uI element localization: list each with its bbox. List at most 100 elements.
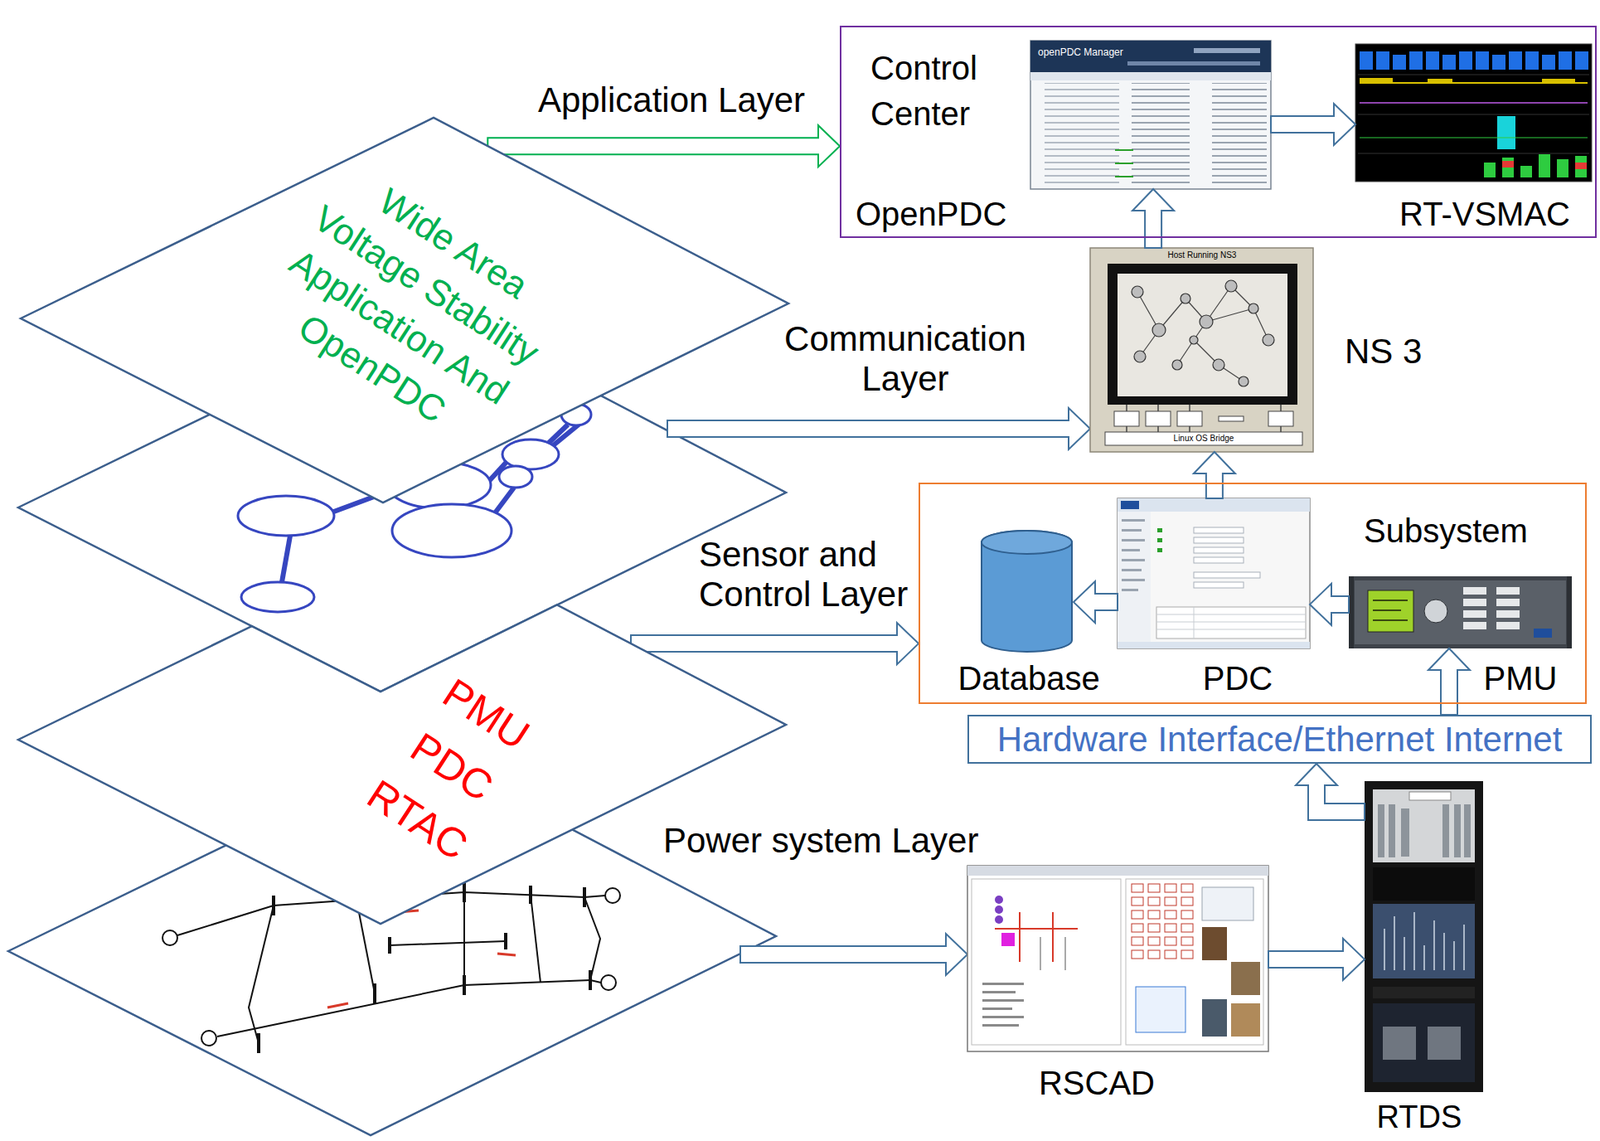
rscad-screenshot-art bbox=[1135, 986, 1186, 1033]
rscad-screenshot-art bbox=[1148, 910, 1160, 919]
ns3-host-art bbox=[1189, 335, 1198, 345]
rscad-screenshot-art bbox=[982, 1007, 1013, 1010]
pdc-screenshot-art bbox=[1117, 511, 1151, 642]
pdc-screenshot-art bbox=[1117, 641, 1310, 649]
rt-vsmac-screenshot-art bbox=[1541, 54, 1556, 70]
rscad-screenshot-art bbox=[982, 982, 1024, 1027]
openpdc-screenshot-art bbox=[1127, 61, 1261, 66]
pdc-screenshot-art bbox=[1156, 606, 1306, 639]
highlighted-line bbox=[327, 1003, 349, 1008]
ns3-host-art bbox=[1090, 247, 1314, 452]
ns3-host-art bbox=[1199, 315, 1213, 329]
rtds-rack-art bbox=[1403, 936, 1406, 970]
rscad-screenshot-art bbox=[1131, 923, 1144, 932]
one-line-diagram bbox=[389, 940, 506, 946]
pdc-screenshot-art bbox=[1193, 537, 1244, 544]
pdc-screenshot-art bbox=[1117, 498, 1310, 512]
rt-vsmac-screenshot-art bbox=[1556, 159, 1569, 178]
pdc-screenshot-art bbox=[1121, 528, 1142, 532]
node-label: OpenPDC bbox=[855, 195, 1007, 233]
pdc-screenshot-art bbox=[1117, 498, 1310, 649]
ns3-host-art bbox=[1105, 431, 1303, 446]
ns3-host-art bbox=[1177, 411, 1203, 427]
rtds-rack-art bbox=[1388, 804, 1396, 858]
pdc-screenshot-art bbox=[1117, 498, 1310, 649]
pdc-screenshot-art bbox=[1120, 500, 1140, 510]
control-center-panel: Control CenterOpenPDCRT-VSMAC bbox=[839, 25, 1597, 238]
rscad-screenshot-art bbox=[1202, 926, 1227, 960]
generator-symbol bbox=[201, 1030, 217, 1046]
rscad-screenshot-art bbox=[1164, 910, 1177, 919]
ns3-host-art bbox=[1218, 416, 1244, 422]
pdc-screenshot-art bbox=[1193, 527, 1261, 588]
rscad-screenshot-art bbox=[1065, 936, 1067, 970]
openpdc-screenshot-art bbox=[1115, 149, 1134, 151]
rt-vsmac-screenshot-art bbox=[1427, 78, 1453, 83]
application-layer-plane: Wide Area Voltage Stability Application … bbox=[20, 117, 789, 503]
network-node bbox=[502, 439, 559, 470]
rscad-screenshot: RSCAD bbox=[967, 865, 1269, 1052]
rtds-rack: RTDS bbox=[1364, 780, 1484, 1092]
layer-label: Power system Layer bbox=[663, 820, 979, 861]
highlighted-line bbox=[497, 953, 516, 956]
openpdc-screenshot-art bbox=[1030, 40, 1271, 190]
openpdc-screenshot-art bbox=[1030, 40, 1271, 190]
rt-vsmac-screenshot-art bbox=[1520, 165, 1533, 178]
sensor-layer-plane-outline bbox=[18, 605, 786, 925]
pmu-device-art bbox=[1496, 610, 1520, 618]
node-label: RSCAD bbox=[1038, 1064, 1155, 1101]
openpdc-screenshot: OpenPDC bbox=[1030, 40, 1271, 190]
bus-bar bbox=[462, 882, 466, 902]
rscad-screenshot-art bbox=[1181, 923, 1193, 932]
database-cylinder: Database bbox=[979, 528, 1074, 654]
rscad-screenshot-art bbox=[1131, 910, 1144, 919]
hollow-arrow bbox=[487, 125, 840, 167]
bus-bar bbox=[373, 983, 377, 1004]
rt-vsmac-screenshot: RT-VSMAC bbox=[1355, 43, 1592, 182]
one-line-diagram bbox=[248, 905, 274, 1043]
pmu-device-art bbox=[1463, 586, 1520, 630]
pdc-screenshot-art bbox=[1156, 621, 1306, 623]
rscad-screenshot-art bbox=[1125, 878, 1264, 1045]
rtds-rack-art bbox=[1409, 791, 1451, 800]
one-line-diagram bbox=[217, 979, 591, 1037]
ns3-host-art bbox=[1157, 404, 1159, 412]
pmu-device-art bbox=[1566, 576, 1572, 649]
node-label: RT-VSMAC bbox=[1399, 195, 1571, 233]
database-cylinder-outline bbox=[981, 530, 1072, 652]
generator-symbol bbox=[162, 930, 178, 946]
bus-bar bbox=[528, 885, 533, 904]
rt-vsmac-screenshot-art bbox=[1538, 154, 1551, 178]
node-label: NS 3 bbox=[1344, 331, 1422, 372]
network-node bbox=[392, 504, 512, 558]
rscad-screenshot-art bbox=[1148, 950, 1160, 959]
edge-label: Sensor and Control Layer bbox=[698, 534, 923, 615]
ns3-host-art bbox=[1262, 334, 1275, 346]
rscad-screenshot-art bbox=[994, 905, 1004, 914]
window-title: openPDC Manager bbox=[1037, 46, 1124, 59]
node-label: PMU bbox=[1483, 659, 1558, 697]
rt-vsmac-screenshot-art bbox=[1575, 155, 1587, 178]
bus-bar bbox=[387, 936, 392, 954]
rt-vsmac-screenshot-art bbox=[1558, 51, 1572, 70]
rt-vsmac-screenshot-art bbox=[1502, 157, 1514, 178]
rscad-screenshot-art bbox=[982, 1023, 1019, 1027]
rtds-rack-art bbox=[1372, 903, 1475, 979]
bus-bar bbox=[504, 932, 508, 950]
rt-vsmac-screenshot-art bbox=[1355, 43, 1592, 182]
hollow-arrow bbox=[1073, 581, 1118, 623]
pdc-screenshot-art bbox=[1121, 568, 1142, 572]
rtds-rack-art bbox=[1393, 916, 1396, 970]
rscad-screenshot-art bbox=[967, 865, 1269, 1052]
rt-vsmac-screenshot-art bbox=[1355, 43, 1592, 182]
rtds-rack-art bbox=[1433, 920, 1436, 970]
rscad-screenshot-art bbox=[967, 865, 1269, 1052]
rtds-rack-art bbox=[1463, 924, 1465, 970]
ns3-host-art bbox=[1212, 358, 1225, 371]
rtds-rack-art bbox=[1364, 780, 1484, 1092]
pdc-screenshot-art bbox=[1157, 538, 1163, 543]
pmu-device-art bbox=[1372, 619, 1408, 621]
rscad-screenshot-art bbox=[994, 895, 1004, 924]
ns3-host-art bbox=[1225, 280, 1237, 292]
network-node bbox=[241, 581, 315, 612]
